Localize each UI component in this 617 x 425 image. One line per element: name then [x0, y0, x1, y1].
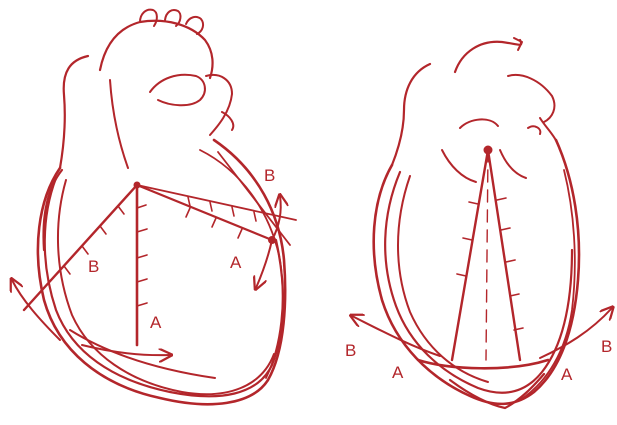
left-heart-axis-a-ticks — [137, 205, 147, 306]
right-heart-label-b-right: B — [601, 337, 612, 356]
left-heart-outline-2 — [45, 178, 283, 396]
left-heart-vessel-1 — [140, 10, 157, 26]
right-heart-label-a-right: A — [561, 365, 573, 384]
left-heart-crossing-line — [218, 152, 290, 245]
left-heart-label-b-left: B — [88, 257, 99, 276]
left-heart-vein-stub — [222, 112, 233, 130]
right-heart-apex-point — [484, 146, 492, 154]
right-heart-vessel-notch — [528, 126, 540, 134]
left-heart-pulmonary-trunk — [150, 75, 205, 105]
right-heart-inner-curve-1 — [442, 150, 476, 182]
left-heart-axis-b-right — [137, 185, 296, 220]
right-heart-vessel-top — [455, 40, 521, 72]
left-heart-apex-point — [134, 182, 140, 188]
right-heart-arrow-left — [352, 316, 440, 356]
right-heart-radial-center — [486, 150, 488, 360]
left-heart-pulmonary-trunk-2 — [206, 75, 232, 135]
right-heart-label-b-left: B — [345, 341, 356, 360]
right-heart-atrium-left — [392, 64, 430, 165]
right-heart-inner-curve-2 — [500, 150, 526, 178]
left-heart-outline-3 — [58, 180, 274, 394]
right-heart-bottom-arc — [418, 360, 548, 368]
left-heart-label-b-upper: B — [264, 166, 275, 185]
right-heart-label-a-left: A — [392, 363, 404, 382]
left-heart-sup-vena-cava — [60, 56, 88, 168]
left-heart-aortic-arch — [100, 21, 213, 78]
right-heart-vessel-right — [508, 75, 554, 122]
right-heart-inner-curve-3 — [460, 119, 498, 128]
left-heart-label-a-bottom: A — [150, 313, 162, 332]
right-heart-radial-left — [452, 150, 488, 360]
left-heart-left-arrow — [12, 280, 60, 340]
right-heart-radial-right — [488, 150, 520, 360]
right-heart — [352, 38, 612, 408]
left-heart-outline-1 — [38, 140, 285, 404]
left-heart-axis-b-left — [24, 185, 137, 310]
left-heart-ascending-aorta — [110, 80, 128, 168]
left-heart-label-a-right: A — [230, 253, 242, 272]
left-heart-right-arrow-down — [256, 240, 272, 288]
left-heart — [12, 10, 296, 405]
